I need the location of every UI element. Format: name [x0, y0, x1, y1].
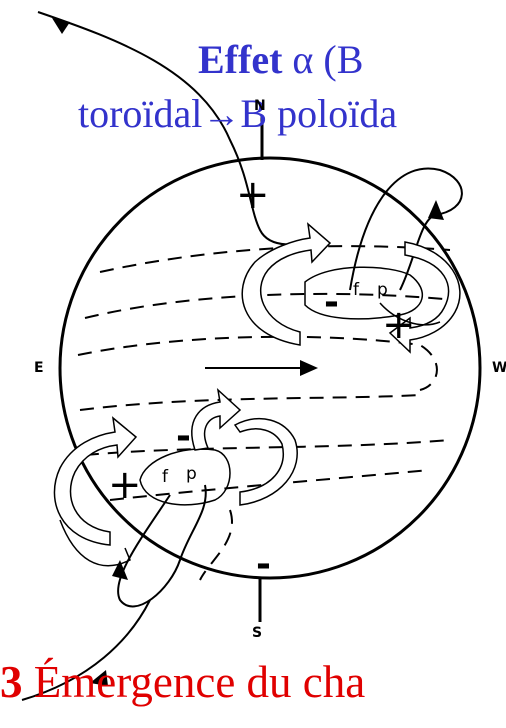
- polarity-minus-southpole: -: [256, 544, 271, 585]
- title-rest: (B: [323, 37, 363, 82]
- polarity-plus-north: +: [236, 172, 270, 218]
- polarity-minus-south: -: [176, 416, 191, 457]
- title-toroidal: toroïdal: [78, 91, 202, 136]
- active-region-south: [140, 449, 230, 505]
- label-south: S: [252, 625, 262, 641]
- polarity-plus-south: +: [108, 462, 142, 508]
- label-east: E: [34, 360, 44, 376]
- title-line-1: Effet α (B: [198, 36, 363, 83]
- caption-text: Émergence du cha: [34, 657, 366, 707]
- spot-p-north: p: [377, 280, 388, 300]
- title-line-2: toroïdal→B poloïda: [78, 90, 397, 137]
- rotation-arrowhead: [300, 360, 318, 376]
- spot-f-north: f: [353, 280, 359, 300]
- spot-p-south: p: [186, 464, 197, 484]
- polarity-plus-northeast: +: [382, 302, 416, 348]
- alpha-symbol: α: [292, 37, 313, 82]
- title-bold: Effet: [198, 37, 282, 82]
- label-west: W: [492, 360, 506, 376]
- caption-number: 3: [0, 657, 23, 707]
- twist-arrows: [54, 224, 459, 566]
- field-line-arrowhead-top: [52, 18, 70, 34]
- polarity-minus-north: -: [324, 282, 339, 323]
- bottom-caption: 3 Émergence du cha: [0, 656, 365, 708]
- right-arrow-icon: →: [202, 94, 240, 136]
- spot-f-south: f: [162, 467, 168, 487]
- label-north: N: [254, 98, 266, 114]
